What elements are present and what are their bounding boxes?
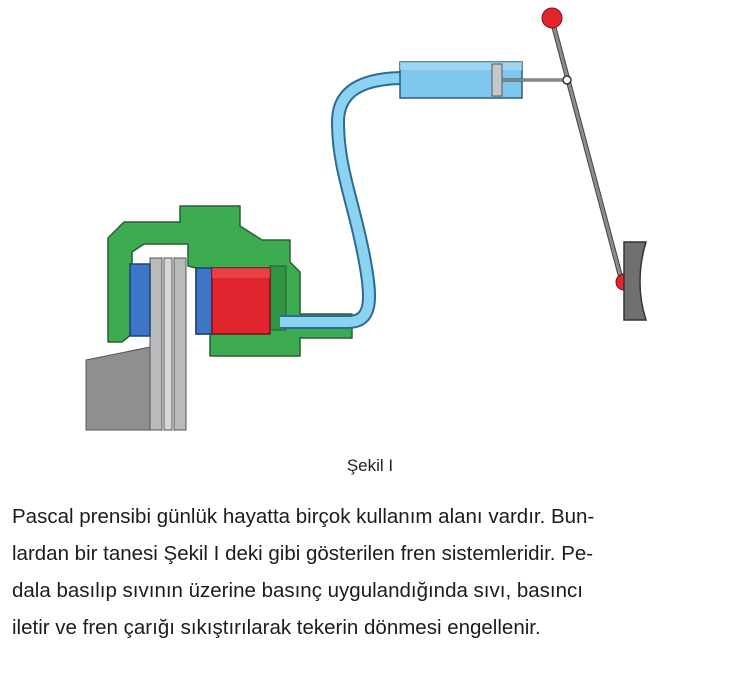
lever-knob-icon — [541, 7, 563, 29]
brake-disc — [85, 257, 187, 431]
brake-system-figure — [85, 7, 648, 431]
paragraph-line: lardan bir tanesi Şekil I deki gibi göst… — [12, 542, 594, 565]
figure-caption: Şekil I — [346, 456, 394, 475]
hydraulic-line — [280, 71, 406, 329]
pivot-icon — [562, 75, 572, 85]
brake-diagram — [85, 7, 648, 431]
paragraph-line: Pascal prensibi günlük hayatta birçok ku… — [12, 505, 595, 528]
caliper-piston — [211, 267, 271, 335]
brake-pad-right — [195, 267, 213, 335]
master-cylinder — [399, 61, 523, 99]
brake-lever — [541, 7, 625, 283]
pedal — [615, 241, 648, 321]
paragraph-line: iletir ve fren çarığı sıkıştırılarak tek… — [12, 616, 541, 639]
brake-pad-left — [129, 263, 151, 337]
explanation-paragraph: Pascal prensibi günlük hayatta birçok ku… — [12, 498, 728, 646]
paragraph-line: dala basılıp sıvının üzerine basınç uygu… — [12, 579, 583, 602]
